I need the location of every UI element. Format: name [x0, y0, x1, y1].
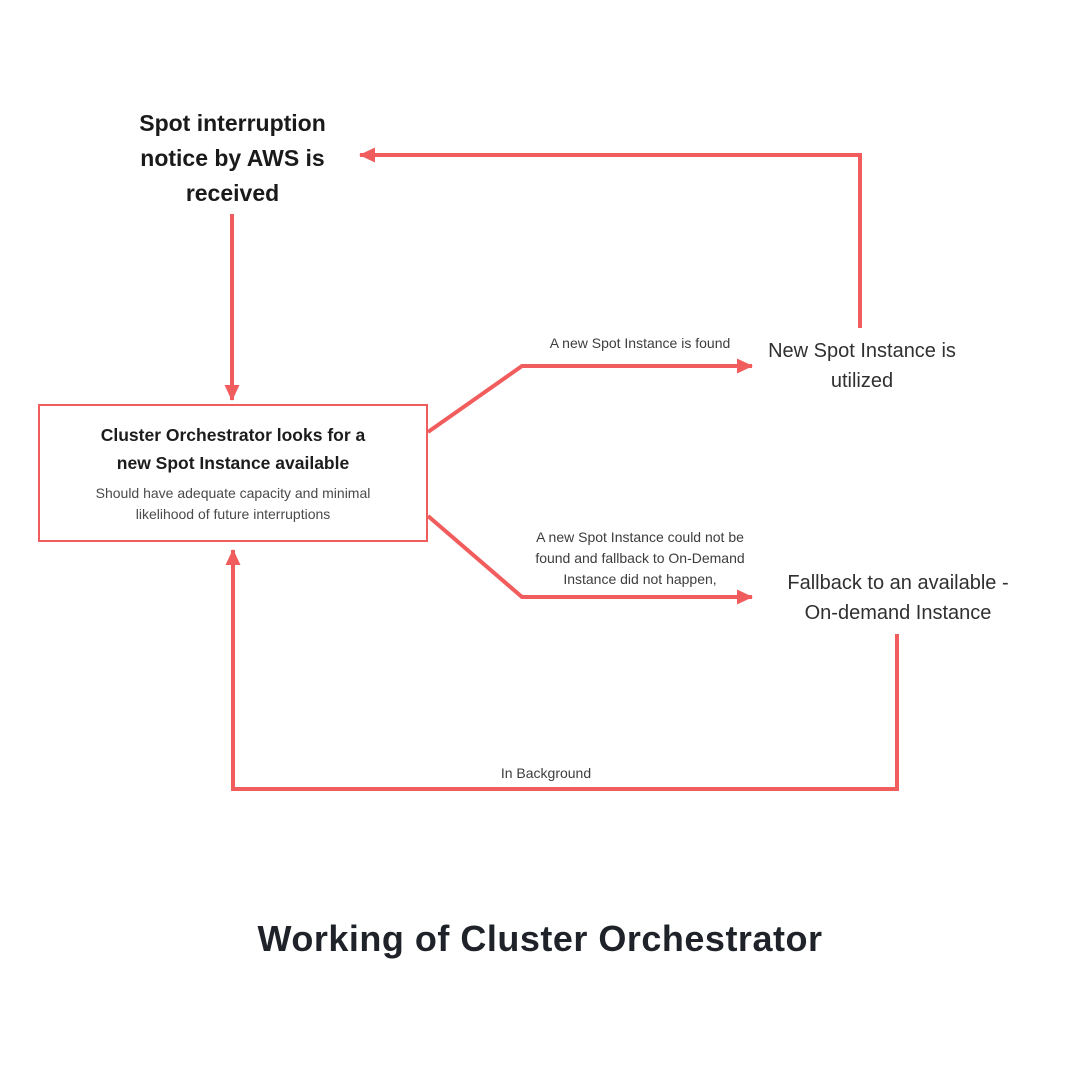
page-title: Working of Cluster Orchestrator	[257, 918, 823, 959]
edge-orchestrator-to-utilized	[426, 358, 753, 434]
orchestrator-subtitle: Should have adequate capacity and minima…	[95, 485, 371, 522]
edge-label-instance-not-found: A new Spot Instance could not be found a…	[535, 529, 745, 587]
node-spot-interruption-notice: Spot interruption notice by AWS is recei…	[139, 110, 326, 206]
edge-utilized-to-notice	[359, 147, 862, 328]
node-new-spot-instance-utilized: New Spot Instance is utilized	[768, 340, 956, 392]
node-cluster-orchestrator: Cluster Orchestrator looks for a new Spo…	[38, 404, 428, 542]
edge-label-instance-found: A new Spot Instance is found	[549, 335, 731, 351]
orchestrator-title: Cluster Orchestrator looks for a new Spo…	[100, 425, 366, 473]
node-fallback-on-demand: Fallback to an available -On-demand Inst…	[787, 572, 1009, 624]
edge-label-in-background: In Background	[500, 765, 592, 781]
